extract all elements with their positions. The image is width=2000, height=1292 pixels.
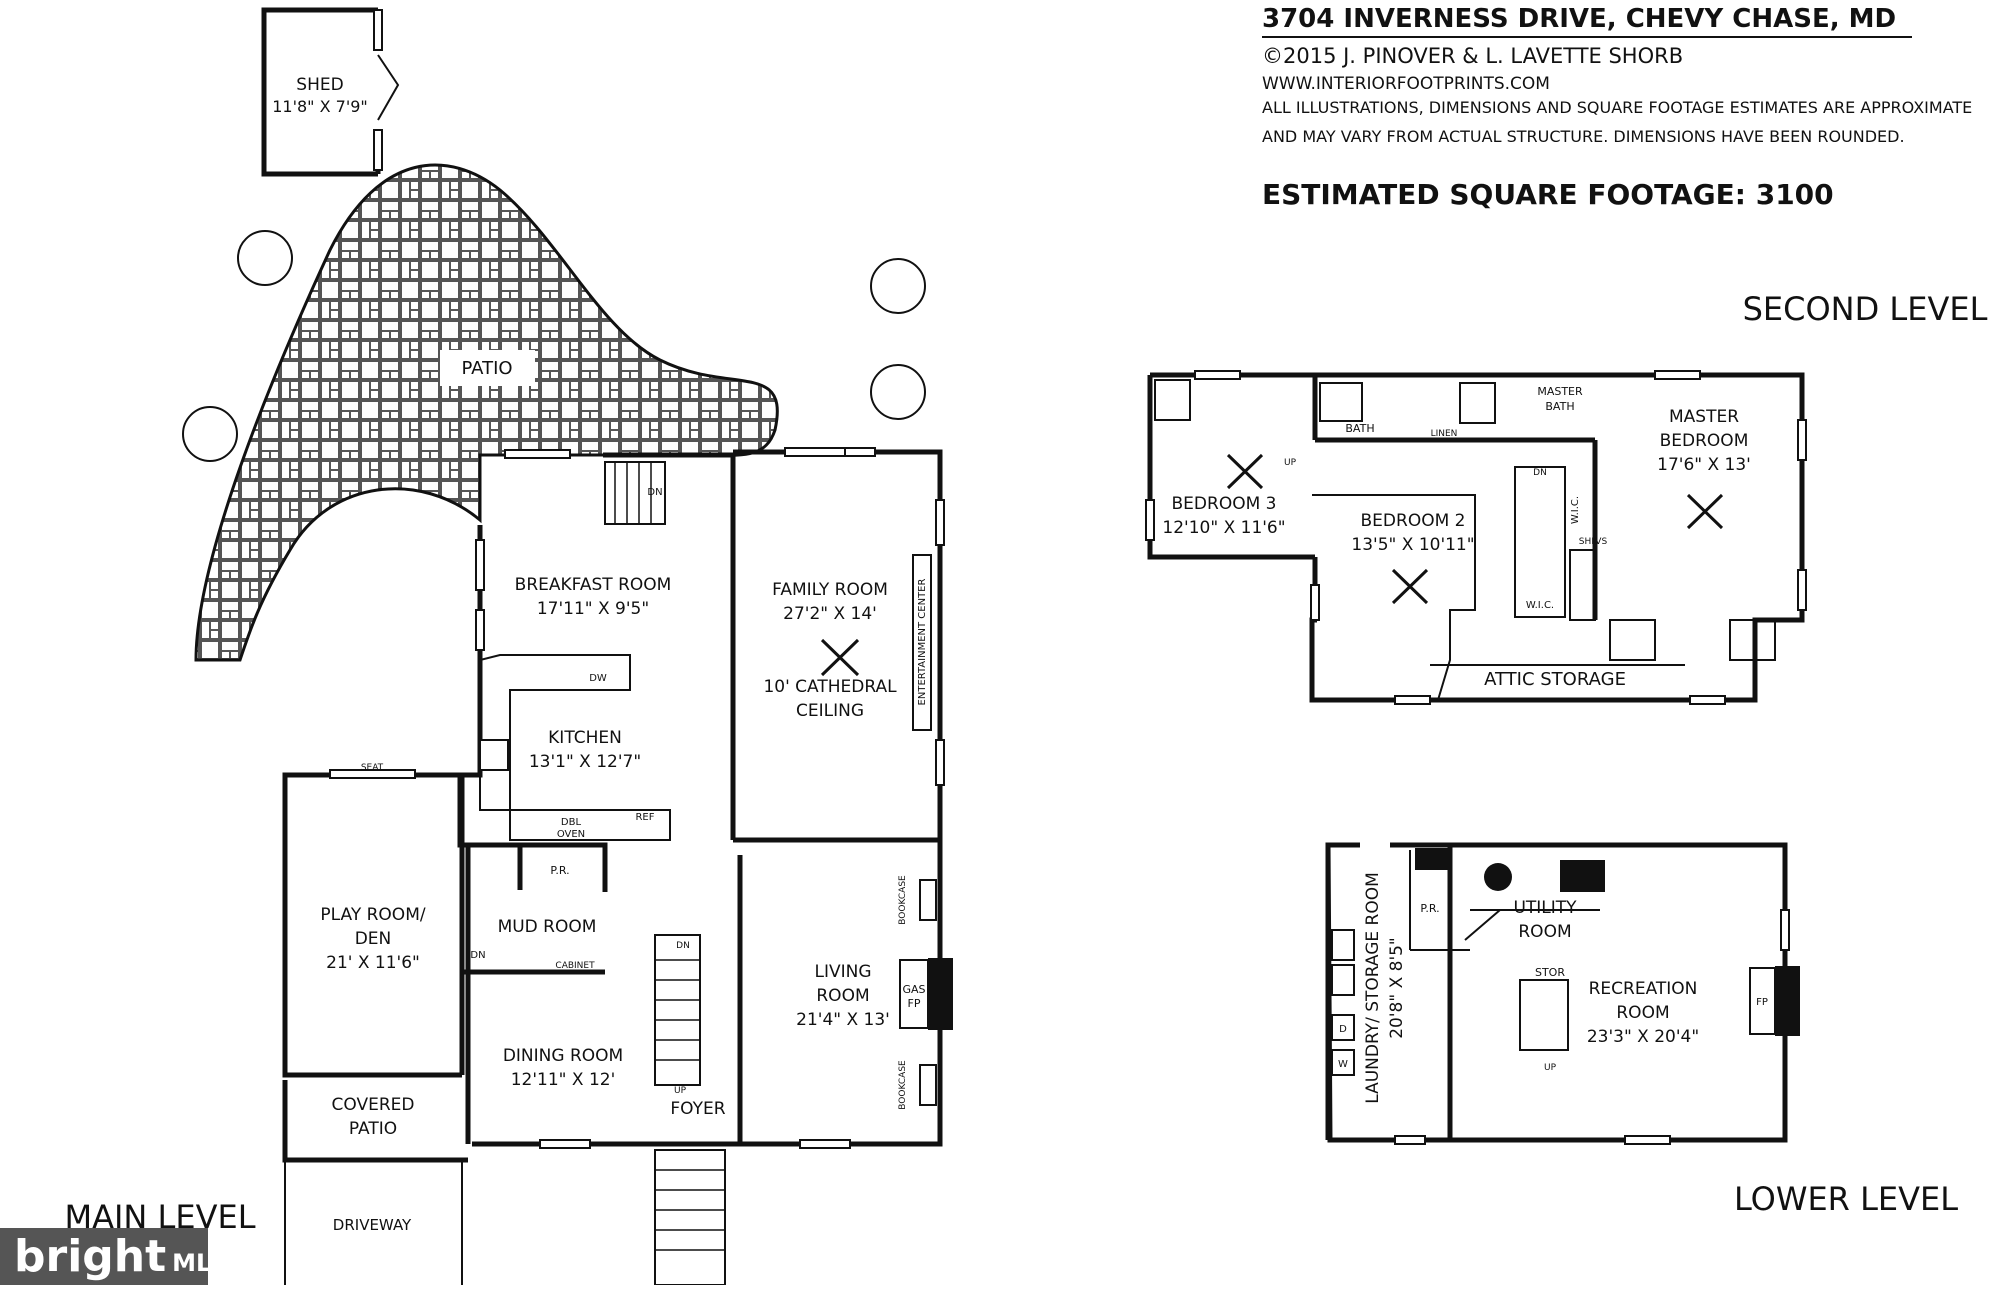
stairs-down-label: DN — [470, 950, 485, 961]
website: WWW.INTERIORFOOTPRINTS.COM — [1262, 74, 1550, 94]
main-level-walls — [282, 449, 953, 1285]
lower-fireplace-label: FP — [1756, 997, 1768, 1008]
play-room-label-2: DEN — [355, 929, 392, 949]
bedroom-2-dimensions: 13'5" X 10'11" — [1351, 535, 1474, 555]
living-room-label: LIVING — [814, 962, 871, 982]
gas-fireplace-label: GAS — [902, 983, 925, 996]
master-bath-label: MASTER — [1537, 385, 1583, 398]
cathedral-ceiling-label-2: CEILING — [796, 701, 864, 721]
stairs-down-label: DN — [1533, 468, 1547, 478]
double-oven-label: DBL — [561, 817, 582, 828]
shrub-icon — [182, 230, 926, 462]
shed-dimensions: 11'8" X 7'9" — [272, 97, 368, 116]
shelves-label: SHLVS — [1579, 537, 1608, 547]
copyright: ©2015 J. PINOVER & L. LAVETTE SHORB — [1262, 44, 1684, 68]
lower-stairs-up-label: UP — [1544, 1063, 1557, 1073]
washer-label: W — [1338, 1059, 1348, 1070]
foyer-stairs-up-label: UP — [674, 1086, 687, 1096]
recreation-room-label-2: ROOM — [1616, 1003, 1669, 1023]
bedroom-2-label: BEDROOM 2 — [1361, 511, 1466, 531]
dryer-label: D — [1339, 1024, 1347, 1035]
shed-label: SHED — [296, 75, 343, 95]
window-seat-label: SEAT — [361, 763, 384, 773]
cathedral-ceiling-label: 10' CATHEDRAL — [763, 677, 897, 697]
lower-level-labels: LAUNDRY/ STORAGE ROOM 20'8" X 8'5" P.R. … — [1338, 872, 1768, 1104]
bookcase-label-2: BOOKCASE — [898, 1060, 908, 1110]
dining-room-label: DINING ROOM — [503, 1046, 623, 1066]
dishwasher-label: DW — [589, 673, 607, 684]
storage-label: STOR — [1535, 966, 1565, 979]
play-room-dimensions: 21' X 11'6" — [326, 953, 420, 973]
lower-powder-room-label: P.R. — [1420, 902, 1439, 915]
attic-storage-label: ATTIC STORAGE — [1484, 669, 1626, 690]
utility-room-label-2: ROOM — [1518, 922, 1571, 942]
disclaimer-line-2: AND MAY VARY FROM ACTUAL STRUCTURE. DIME… — [1262, 127, 1905, 146]
breakfast-room-label: BREAKFAST ROOM — [515, 575, 672, 595]
patio-label-bg — [440, 350, 535, 386]
utility-room-label: UTILITY — [1513, 898, 1577, 918]
ceiling-fan-icon — [1226, 453, 1724, 605]
disclaimer-line-1: ALL ILLUSTRATIONS, DIMENSIONS AND SQUARE… — [1262, 98, 1973, 117]
second-level-windows — [1145, 370, 1807, 705]
gas-fireplace-label-2: FP — [908, 997, 921, 1010]
second-level-title: SECOND LEVEL — [1743, 290, 1988, 328]
family-room-dimensions: 27'2" X 14' — [783, 604, 877, 624]
patio — [194, 163, 779, 662]
covered-patio-label: COVERED — [332, 1095, 415, 1115]
second-level-labels: BATH LINEN MASTER BATH MASTER BEDROOM 17… — [1162, 385, 1750, 690]
bath-label: BATH — [1345, 422, 1374, 435]
master-bath-label-2: BATH — [1545, 400, 1574, 413]
play-room-label: PLAY ROOM/ — [320, 905, 425, 925]
header-divider — [1262, 36, 1912, 38]
lower-level-windows — [1394, 909, 1790, 1145]
back-stairs-down-label: DN — [647, 487, 662, 498]
covered-patio-label-2: PATIO — [349, 1119, 397, 1139]
walk-in-closet-label-2: W.I.C. — [1526, 600, 1554, 611]
entertainment-center-label: ENTERTAINMENT CENTER — [917, 578, 928, 705]
walk-in-closet-label: W.I.C. — [1570, 496, 1581, 524]
refrigerator-label: REF — [635, 812, 654, 823]
foyer-stairs-down-label: DN — [676, 941, 690, 951]
cabinet-label: CABINET — [555, 961, 595, 971]
shed — [261, 7, 400, 177]
linen-label: LINEN — [1431, 429, 1458, 439]
living-room-label-2: ROOM — [816, 986, 869, 1006]
lower-level-title: LOWER LEVEL — [1734, 1180, 1958, 1218]
main-level-windows — [329, 447, 945, 1149]
recreation-room-dimensions: 23'3" X 20'4" — [1587, 1027, 1699, 1047]
breakfast-room-dimensions: 17'11" X 9'5" — [537, 599, 649, 619]
master-bedroom-dimensions: 17'6" X 13' — [1657, 455, 1751, 475]
mud-room-label: MUD ROOM — [498, 917, 597, 937]
stairs-up-label: UP — [1284, 458, 1297, 468]
ceiling-fan-icon — [820, 638, 860, 677]
kitchen-label: KITCHEN — [548, 728, 622, 748]
dining-room-dimensions: 12'11" X 12' — [511, 1070, 616, 1090]
patio-label: PATIO — [461, 358, 512, 379]
kitchen-dimensions: 13'1" X 12'7" — [529, 752, 641, 772]
family-room-label: FAMILY ROOM — [772, 580, 888, 600]
living-room-dimensions: 21'4" X 13' — [796, 1010, 890, 1030]
foyer-label: FOYER — [670, 1099, 725, 1119]
square-footage: ESTIMATED SQUARE FOOTAGE: 3100 — [1262, 178, 1834, 211]
master-bedroom-label-2: BEDROOM — [1660, 431, 1749, 451]
main-level-labels: SHED 11'8" X 7'9" PATIO BREAKFAST ROOM 1… — [272, 75, 928, 1234]
bedroom-3-label: BEDROOM 3 — [1172, 494, 1277, 514]
double-oven-label-2: OVEN — [557, 829, 585, 840]
driveway-label: DRIVEWAY — [333, 1216, 412, 1234]
property-address: 3704 INVERNESS DRIVE, CHEVY CHASE, MD — [1262, 4, 1897, 34]
master-bedroom-label: MASTER — [1669, 407, 1739, 427]
bedroom-3-dimensions: 12'10" X 11'6" — [1162, 518, 1285, 538]
second-level-walls — [1147, 372, 1805, 703]
bookcase-label: BOOKCASE — [898, 875, 908, 925]
laundry-room-label: LAUNDRY/ STORAGE ROOM — [1363, 872, 1383, 1104]
laundry-room-dimensions: 20'8" X 8'5" — [1387, 937, 1407, 1039]
lower-level-walls — [1325, 842, 1800, 1143]
powder-room-label: P.R. — [550, 864, 569, 877]
recreation-room-label: RECREATION — [1589, 979, 1698, 999]
